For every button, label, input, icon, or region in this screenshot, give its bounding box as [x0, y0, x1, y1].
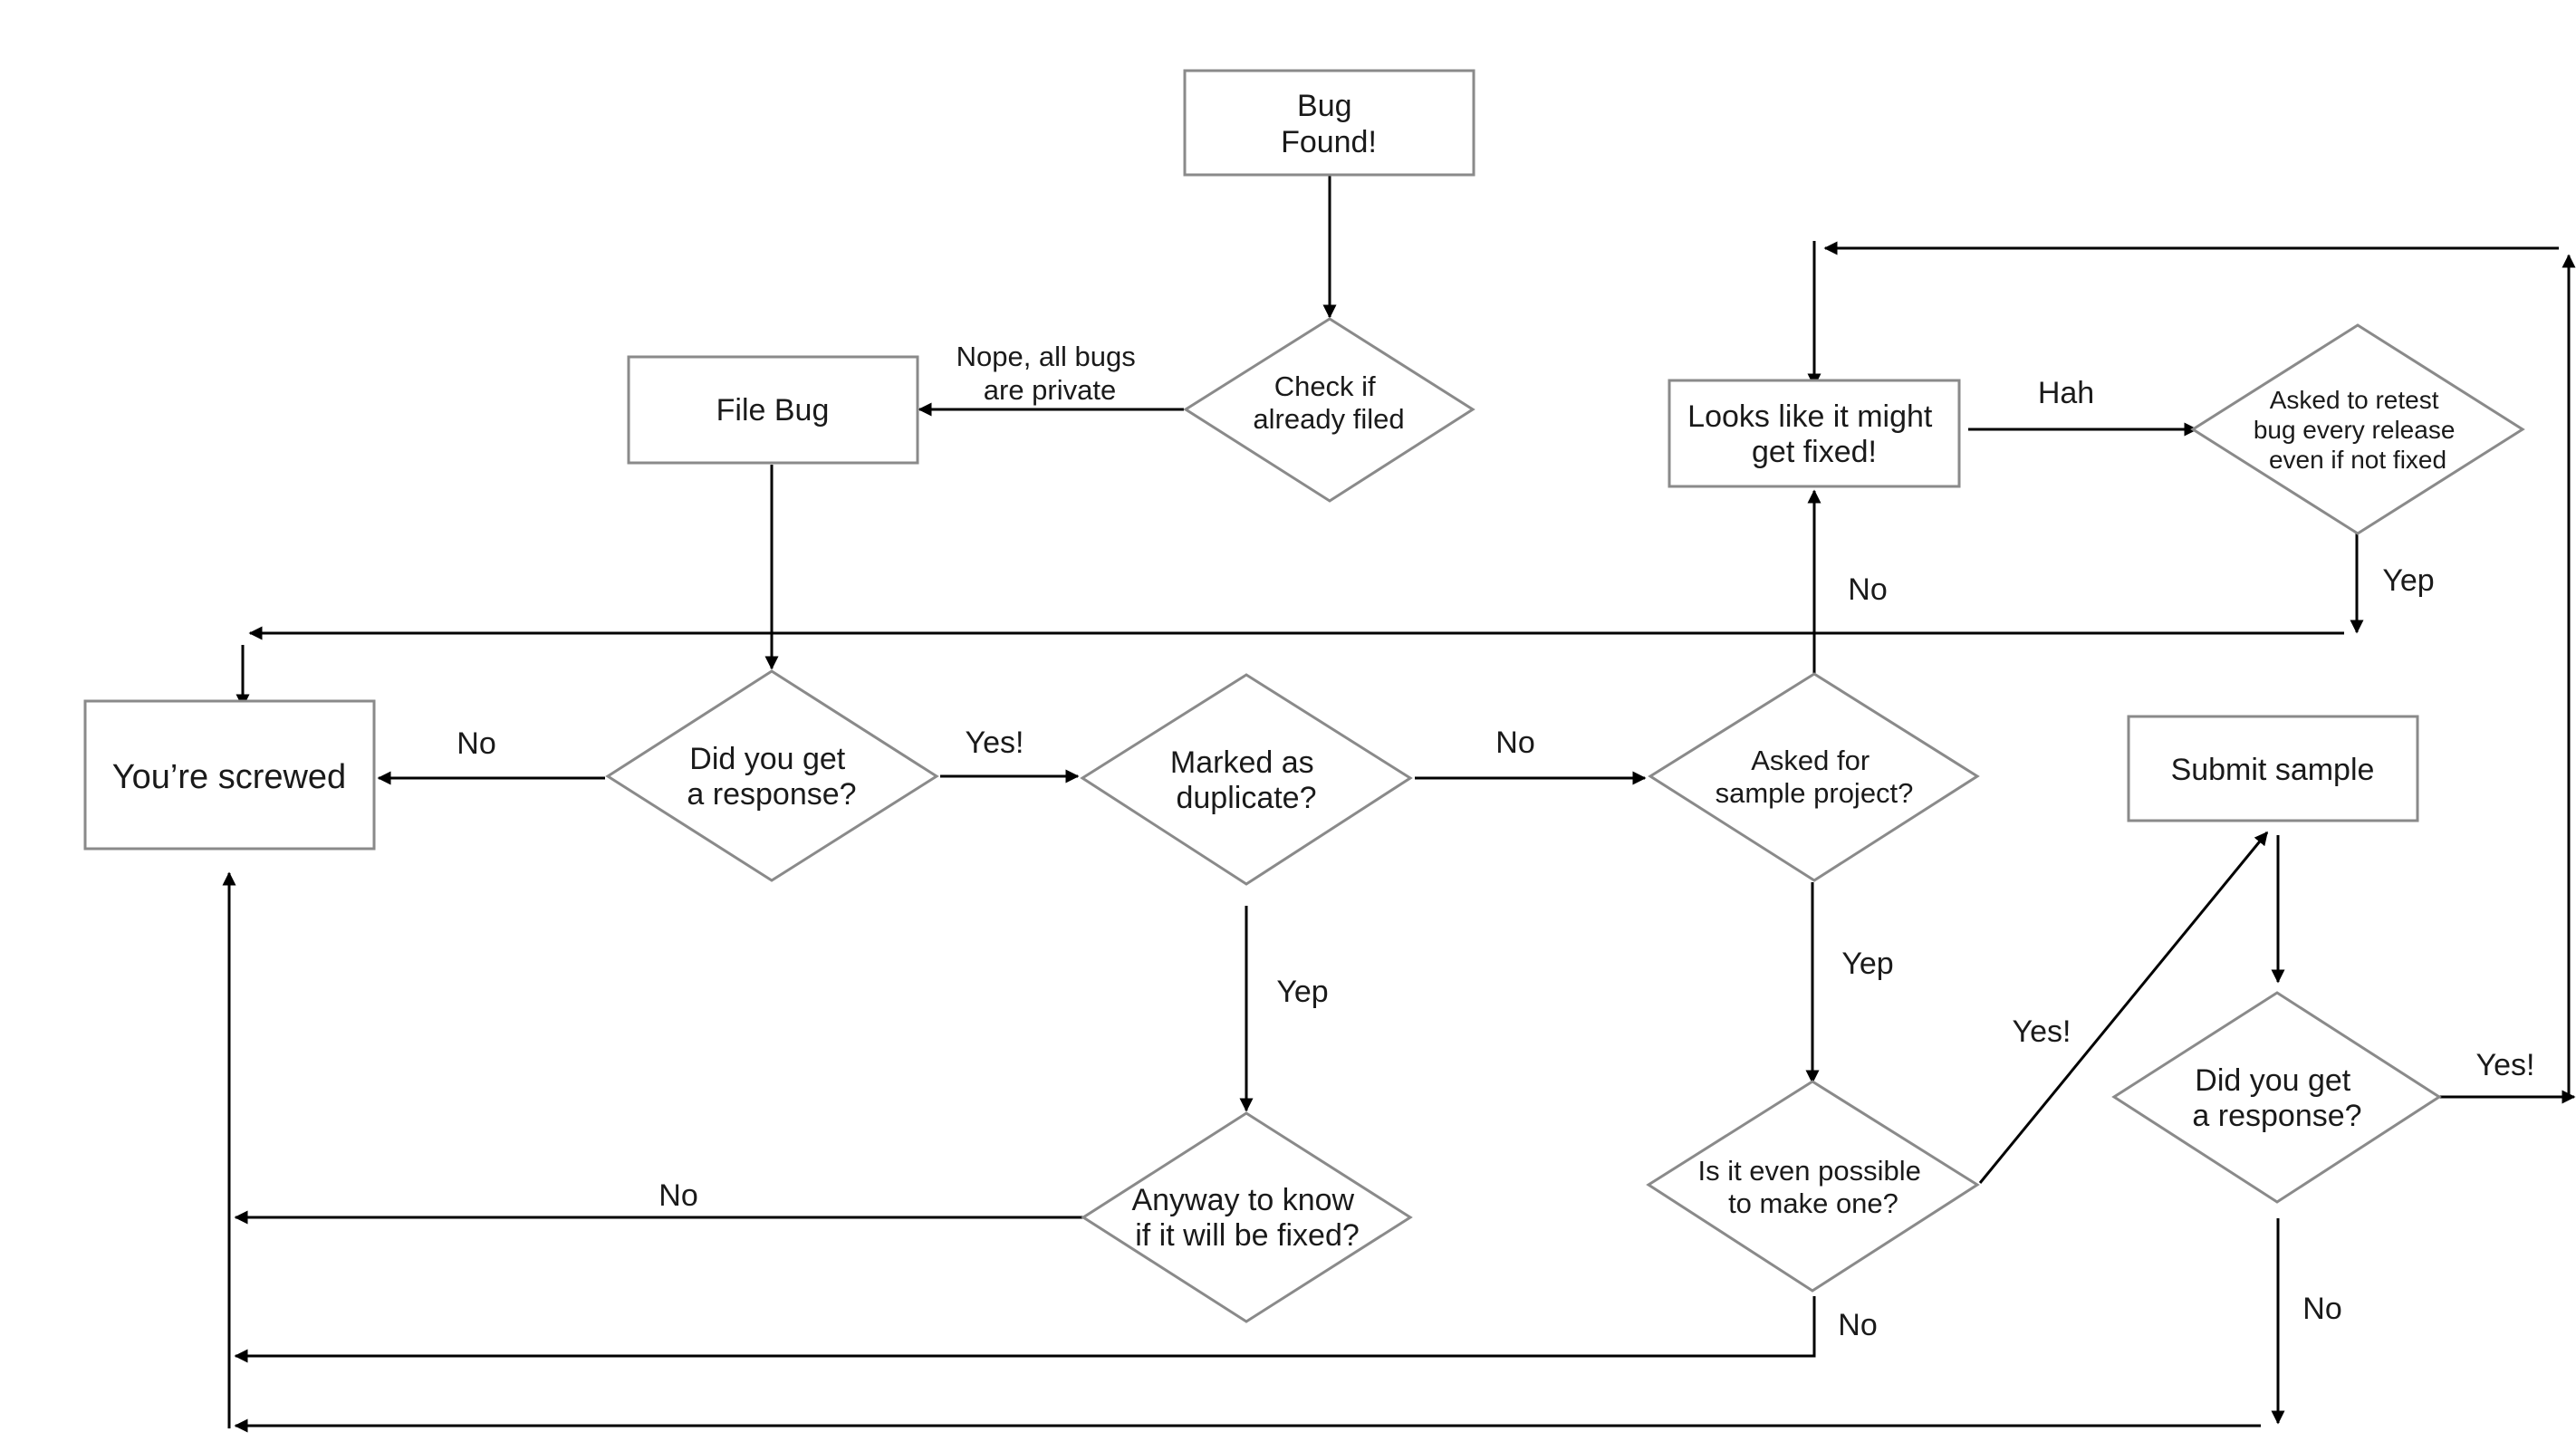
- submit-sample-box: Submit sample: [2127, 715, 2419, 822]
- label-no-response2: No: [2302, 1292, 2341, 1326]
- connectors: [222, 176, 2576, 1433]
- label-no-duplicate: No: [1495, 726, 1534, 760]
- duplicate-diamond: Marked as duplicate?: [1080, 673, 1413, 886]
- anyway-know-diamond: Anyway to know if it will be fixed?: [1081, 1111, 1413, 1323]
- possible-diamond: Is it even possible to make one?: [1646, 1080, 1980, 1293]
- looks-fixed-box: Looks like it might get fixed!: [1668, 379, 1961, 488]
- edge-labels: Nope, all bugs are private Hah Yep No Ye…: [457, 341, 2534, 1342]
- label-no-possible: No: [1838, 1308, 1877, 1342]
- response1-label: Did you get a response?: [687, 742, 856, 812]
- label-hah: Hah: [2038, 376, 2094, 410]
- sample-project-diamond: Asked for sample project?: [1648, 672, 1980, 882]
- bug-found-label: Bug Found!: [1281, 89, 1377, 159]
- label-yep-duplicate: Yep: [1276, 975, 1328, 1009]
- looks-fixed-label: Looks like it might get fixed!: [1687, 399, 1941, 469]
- duplicate-label: Marked as duplicate?: [1170, 745, 1322, 815]
- label-yes-response1: Yes!: [966, 726, 1024, 760]
- asked-retest-label: Asked to retest bug every release even i…: [2254, 386, 2462, 474]
- check-filed-label: Check if already filed: [1253, 370, 1404, 435]
- possible-label: Is it even possible to make one?: [1697, 1155, 1928, 1219]
- bug-found-box: Bug Found!: [1183, 69, 1475, 177]
- edge-possible-no-to-left: [234, 1296, 1816, 1363]
- check-filed-diamond: Check if already filed: [1183, 317, 1475, 503]
- file-bug-box: File Bug: [627, 355, 919, 465]
- response1-diamond: Did you get a response?: [605, 669, 939, 882]
- label-yes-possible: Yes!: [2013, 1014, 2071, 1049]
- screwed-label: You’re screwed: [112, 758, 346, 796]
- response2-diamond: Did you get a response?: [2111, 991, 2442, 1204]
- sample-project-label: Asked for sample project?: [1716, 745, 1914, 809]
- label-yes-response2: Yes!: [2476, 1048, 2535, 1082]
- submit-sample-label: Submit sample: [2171, 753, 2375, 787]
- response2-label: Did you get a response?: [2192, 1063, 2361, 1133]
- label-no-anyway: No: [658, 1178, 697, 1213]
- screwed-box: You’re screwed: [83, 699, 376, 851]
- label-yep-sample: Yep: [1841, 947, 1893, 981]
- file-bug-label: File Bug: [716, 393, 830, 428]
- edge-possible-to-submit: [1978, 831, 2269, 1184]
- anyway-know-label: Anyway to know if it will be fixed?: [1131, 1183, 1362, 1253]
- label-yep-retest: Yep: [2382, 563, 2434, 598]
- asked-retest-diamond: Asked to retest bug every release even i…: [2190, 323, 2525, 535]
- label-no-response1: No: [457, 726, 495, 761]
- label-no-sample: No: [1848, 572, 1887, 607]
- label-nope-private: Nope, all bugs are private: [956, 341, 1144, 406]
